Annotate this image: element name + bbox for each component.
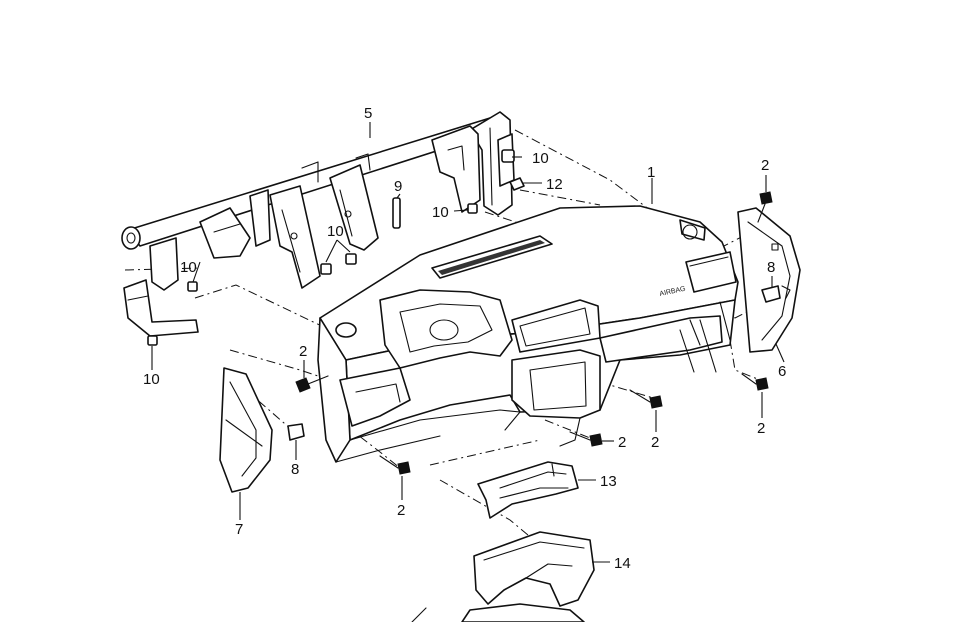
callout-steering-cover-lower: 14 xyxy=(614,555,631,572)
leader-lines xyxy=(151,122,785,563)
nut-10-pair-b xyxy=(345,253,357,265)
callout-clip-left: 8 xyxy=(291,461,299,478)
nut-10-far-left-shape xyxy=(187,281,198,292)
clip-8-right-shape xyxy=(761,285,781,303)
callout-bolt-center-right: 2 xyxy=(651,434,659,451)
callout-bracket-clip: 12 xyxy=(546,176,563,193)
callout-nut-lower-left: 10 xyxy=(143,371,160,388)
callout-side-trim-left: 7 xyxy=(235,521,243,538)
left-side-trim xyxy=(219,367,305,493)
callout-clip-right: 8 xyxy=(767,259,775,276)
bolt-left xyxy=(295,375,329,393)
frame-nuts xyxy=(147,149,525,346)
callout-bolt-right: 2 xyxy=(757,420,765,437)
callout-nut-pair: 10 xyxy=(327,223,344,240)
crossmember-frame xyxy=(121,111,515,337)
bolt-center-right xyxy=(629,389,663,409)
nut-10-lower-left-shape xyxy=(147,335,158,346)
callout-nut-far-left: 10 xyxy=(180,259,197,276)
callout-nut-mid: 10 xyxy=(432,204,449,221)
callout-nut-top: 10 xyxy=(532,150,549,167)
steering-cover-lower xyxy=(473,531,595,607)
clip-8-left-shape xyxy=(287,423,305,441)
callout-bolt-center: 2 xyxy=(618,434,626,451)
bolt-top-right xyxy=(757,191,773,223)
callout-crossmember: 5 xyxy=(364,105,372,122)
partial-lower-part xyxy=(411,603,585,622)
callout-side-trim-right: 6 xyxy=(778,363,786,380)
dashboard-panel: AIRBAG xyxy=(317,205,739,463)
nut-10-pair-a xyxy=(320,263,332,275)
callouts: 5 1 10 12 10 9 10 10 10 2 8 6 2 8 7 2 2 … xyxy=(143,105,786,572)
callout-bolt-left: 2 xyxy=(299,343,307,360)
bolt-lower-left xyxy=(379,455,411,475)
callout-steering-cover-upper: 13 xyxy=(600,473,617,490)
steering-cover-upper xyxy=(477,461,579,519)
callout-pin: 9 xyxy=(394,178,402,195)
right-side-trim xyxy=(737,207,801,353)
clip-12-shape xyxy=(509,177,525,191)
bolt-center xyxy=(569,431,603,447)
nut-10-top-shape xyxy=(501,149,515,163)
pin-9-shape xyxy=(392,197,401,229)
bolt-right xyxy=(741,373,769,391)
callout-bolt-lower-left: 2 xyxy=(397,502,405,519)
nut-10-mid-shape xyxy=(467,203,478,214)
bolts xyxy=(295,191,773,475)
callout-bolt-top-right: 2 xyxy=(761,157,769,174)
callout-dashboard: 1 xyxy=(647,164,655,181)
